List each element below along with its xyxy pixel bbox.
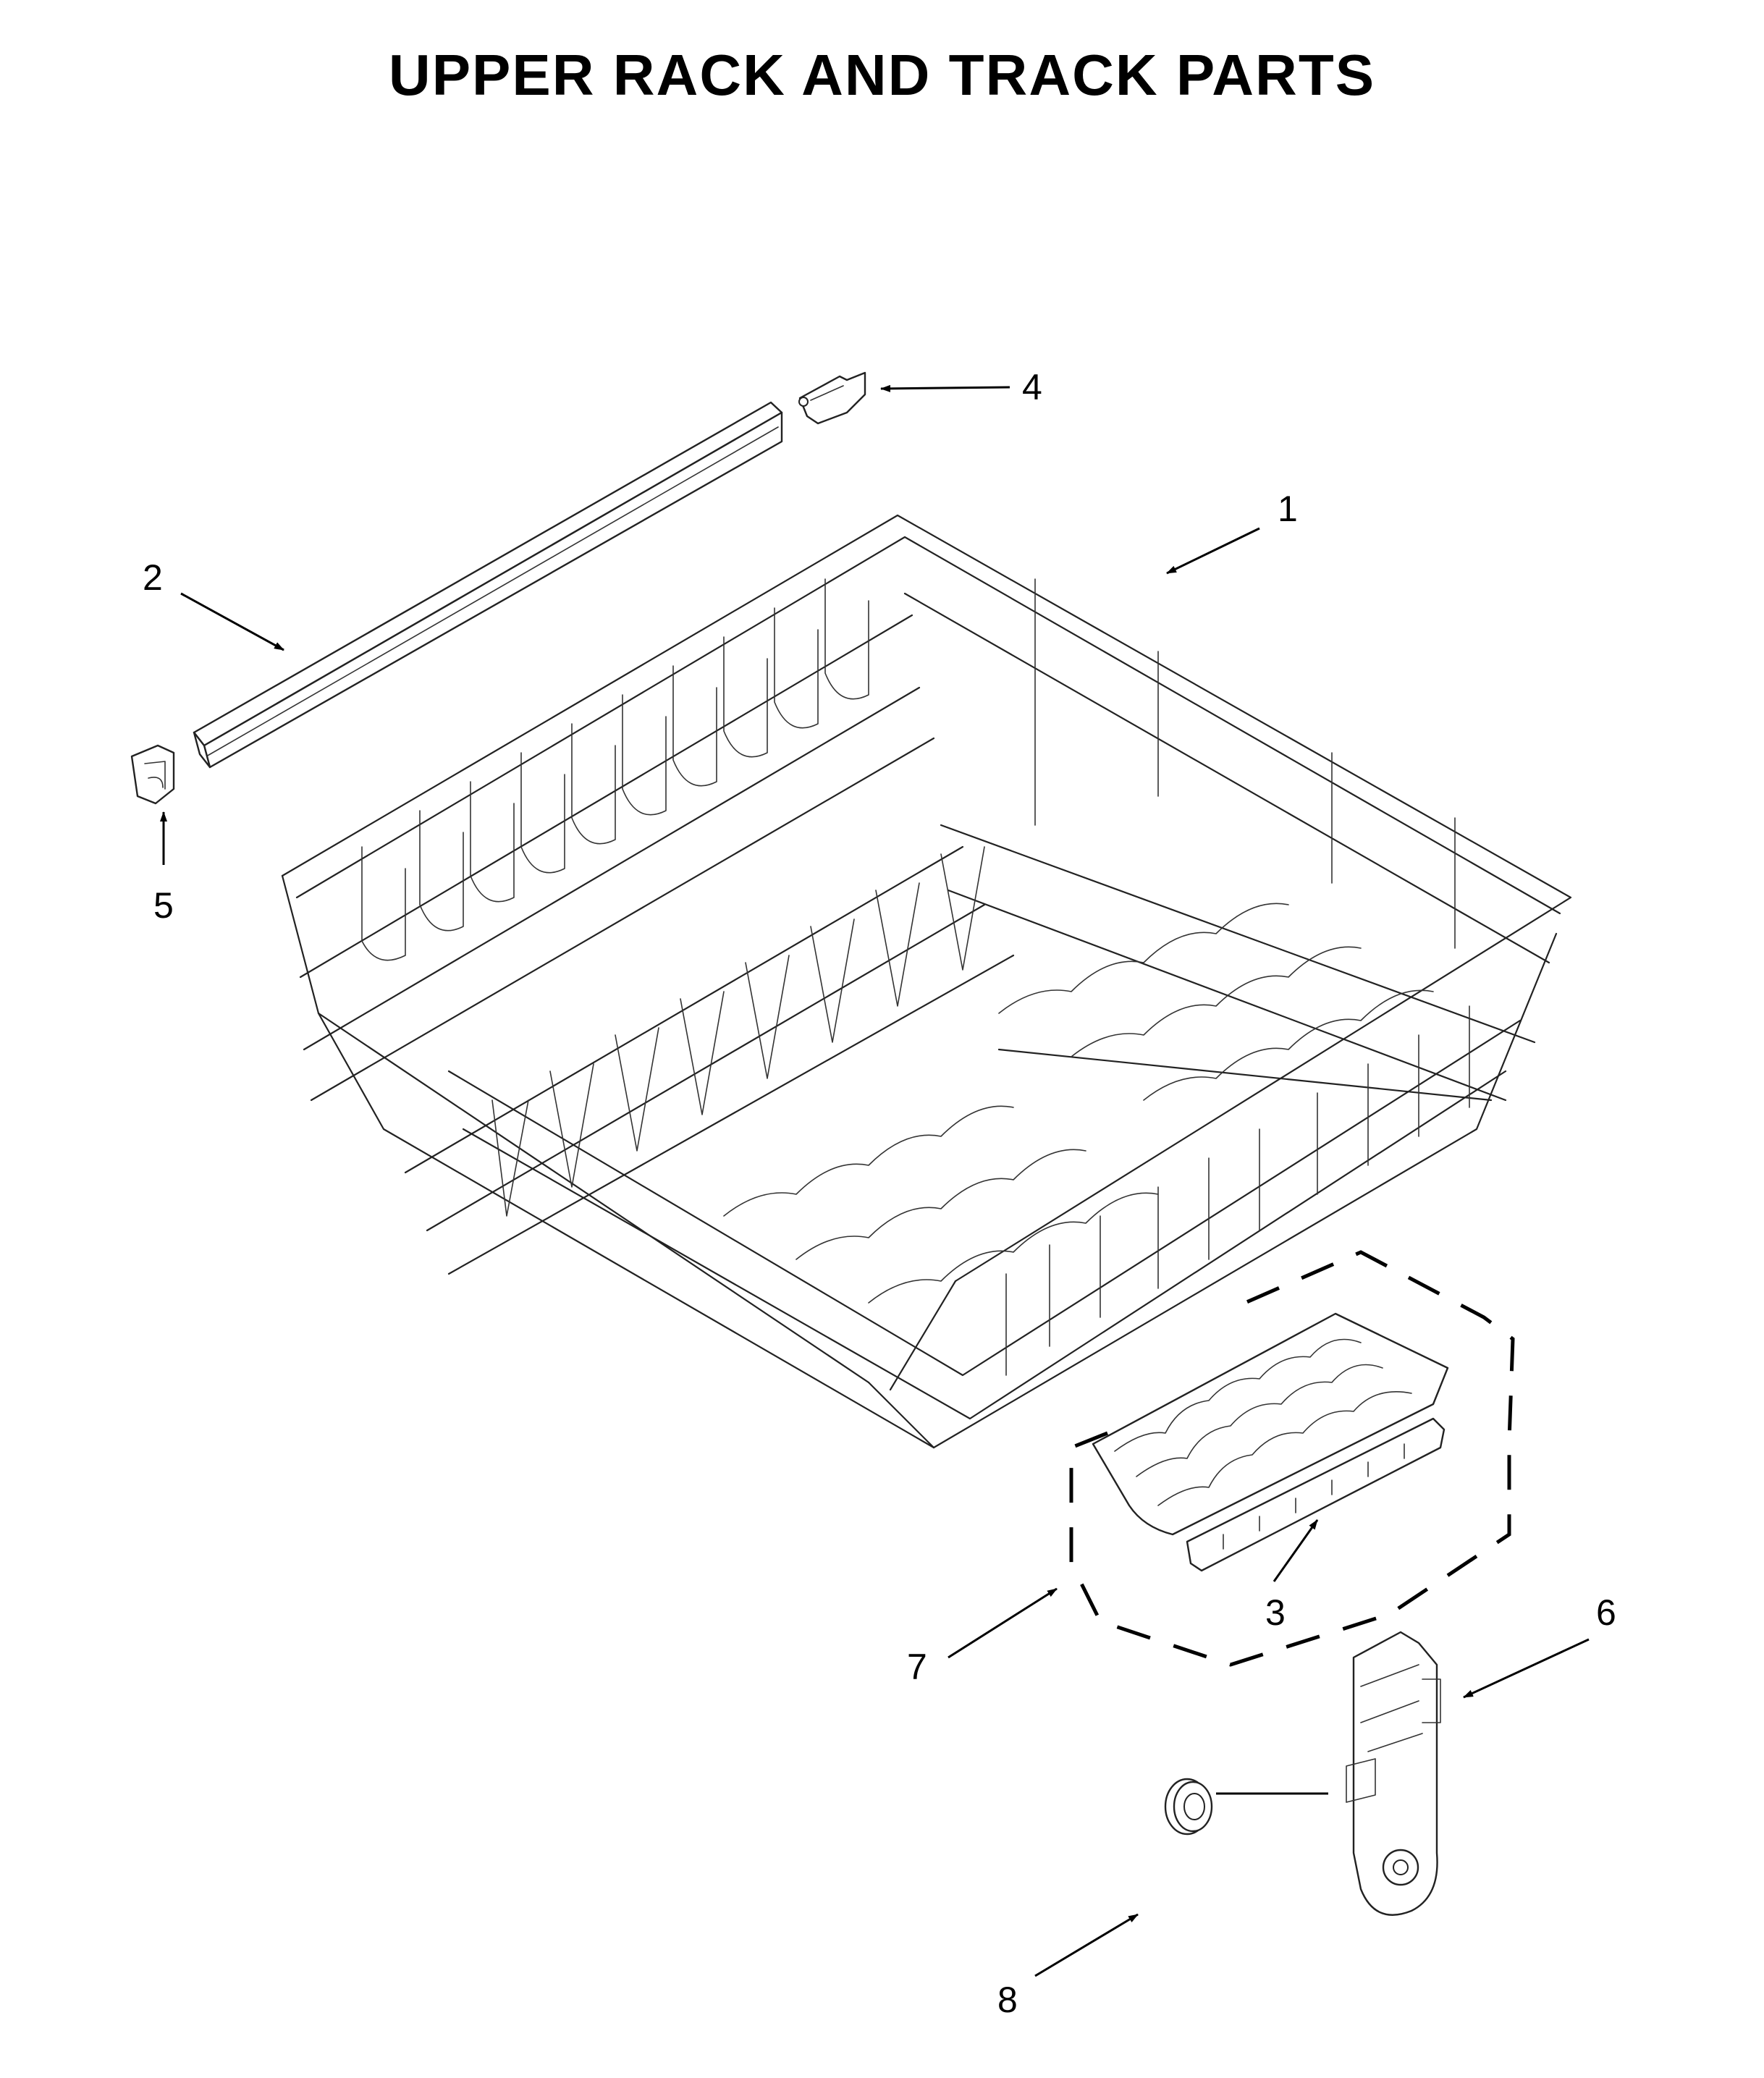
arrow-1 <box>1166 527 1260 575</box>
callout-8: 8 <box>997 1980 1018 2020</box>
track-rail <box>193 401 783 769</box>
arrow-7 <box>948 1587 1058 1659</box>
arrow-3 <box>1273 1519 1319 1582</box>
callout-4: 4 <box>1022 367 1042 407</box>
leader-arrows <box>160 384 1590 1977</box>
callout-2: 2 <box>143 557 163 598</box>
callout-1: 1 <box>1278 489 1298 529</box>
arrow-8 <box>1034 1913 1139 1977</box>
arrow-6 <box>1463 1638 1590 1699</box>
page-title: UPPER RACK AND TRACK PARTS <box>388 43 1376 107</box>
callout-6: 6 <box>1596 1592 1616 1633</box>
arrow-2 <box>180 592 284 651</box>
arrow-4 <box>880 384 1010 392</box>
rack-wheel <box>1164 1778 1328 1836</box>
callout-5: 5 <box>153 885 174 926</box>
callout-labels: 1 2 3 4 5 6 7 8 <box>143 367 1616 2020</box>
rack-adjuster <box>1346 1631 1441 1916</box>
track-end-stop-rear <box>798 371 866 425</box>
track-end-cap-front <box>130 744 175 805</box>
upper-rack <box>281 514 1572 1449</box>
callout-7: 7 <box>907 1647 927 1687</box>
callout-3: 3 <box>1265 1592 1286 1633</box>
tine-assembly <box>1069 1250 1515 1667</box>
